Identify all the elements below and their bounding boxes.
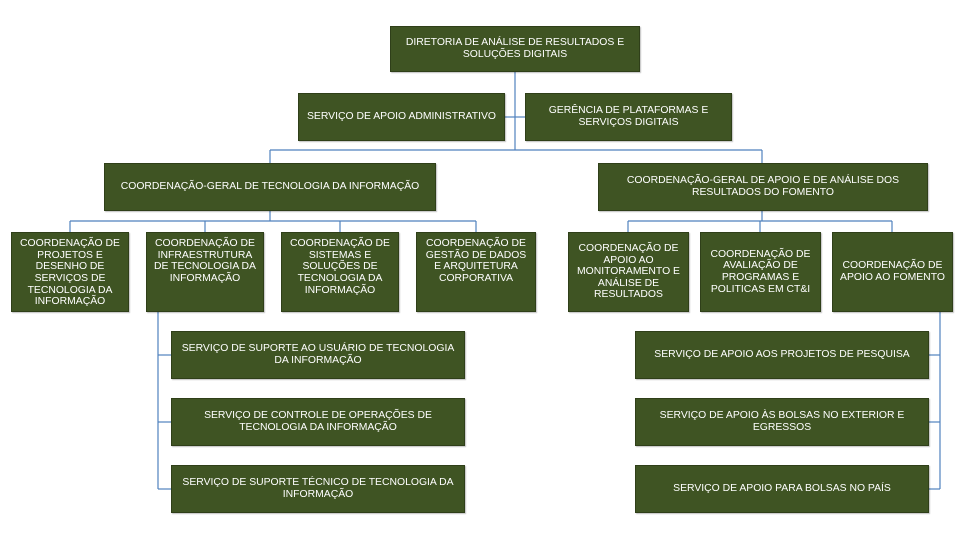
node-coord-sistemas-solucoes-label: COORDENAÇÃO DE SISTEMAS E SOLUÇÕES DE TE… <box>290 238 390 296</box>
node-diretoria: DIRETORIA DE ANÁLISE DE RESULTADOS E SOL… <box>390 26 640 72</box>
node-servico-apoio-administrativo-label: SERVIÇO DE APOIO ADMINISTRATIVO <box>307 111 496 123</box>
node-gerencia-plataformas-label: GERÊNCIA DE PLATAFORMAS E SERVIÇOS DIGIT… <box>548 105 709 128</box>
node-coord-apoio-fomento-label: COORDENAÇÃO DE APOIO AO FOMENTO <box>840 260 945 283</box>
node-servico-suporte-usuario: SERVIÇO DE SUPORTE AO USUÁRIO DE TECNOLO… <box>171 331 465 379</box>
node-servico-controle-operacoes: SERVIÇO DE CONTROLE DE OPERAÇÕES DE TECN… <box>171 398 465 446</box>
node-servico-suporte-tecnico-label: SERVIÇO DE SUPORTE TÉCNICO DE TECNOLOGIA… <box>182 477 454 500</box>
node-coord-infraestrutura-label: COORDENAÇÃO DE INFRAESTRUTURA DE TECNOLO… <box>153 238 256 284</box>
node-coord-apoio-fomento: COORDENAÇÃO DE APOIO AO FOMENTO <box>832 232 953 312</box>
node-gerencia-plataformas: GERÊNCIA DE PLATAFORMAS E SERVIÇOS DIGIT… <box>525 93 732 141</box>
node-coord-avaliacao-programas: COORDENAÇÃO DE AVALIAÇÃO DE PROGRAMAS E … <box>700 232 821 312</box>
node-cg-tecnologia-informacao: COORDENAÇÃO-GERAL DE TECNOLOGIA DA INFOR… <box>104 163 436 211</box>
node-cg-apoio-fomento: COORDENAÇÃO-GERAL DE APOIO E DE ANÁLISE … <box>598 163 928 211</box>
node-coord-sistemas-solucoes: COORDENAÇÃO DE SISTEMAS E SOLUÇÕES DE TE… <box>281 232 399 312</box>
node-coord-infraestrutura: COORDENAÇÃO DE INFRAESTRUTURA DE TECNOLO… <box>146 232 264 312</box>
node-coord-avaliacao-programas-label: COORDENAÇÃO DE AVALIAÇÃO DE PROGRAMAS E … <box>710 248 811 295</box>
node-cg-apoio-fomento-label: COORDENAÇÃO-GERAL DE APOIO E DE ANÁLISE … <box>626 175 900 198</box>
node-diretoria-label: DIRETORIA DE ANÁLISE DE RESULTADOS E SOL… <box>405 37 625 60</box>
node-coord-monitoramento-label: COORDENAÇÃO DE APOIO AO MONITORAMENTO E … <box>577 242 680 301</box>
node-servico-suporte-tecnico: SERVIÇO DE SUPORTE TÉCNICO DE TECNOLOGIA… <box>171 465 465 513</box>
node-servico-bolsas-pais: SERVIÇO DE APOIO PARA BOLSAS NO PAÍS <box>635 465 929 513</box>
node-servico-projetos-pesquisa-label: SERVIÇO DE APOIO AOS PROJETOS DE PESQUIS… <box>654 349 910 361</box>
node-servico-controle-operacoes-label: SERVIÇO DE CONTROLE DE OPERAÇÕES DE TECN… <box>204 410 432 433</box>
node-coord-projetos-desenho-label: COORDENAÇÃO DE PROJETOS E DESENHO DE SER… <box>20 238 120 308</box>
node-servico-projetos-pesquisa: SERVIÇO DE APOIO AOS PROJETOS DE PESQUIS… <box>635 331 929 379</box>
node-servico-bolsas-exterior: SERVIÇO DE APOIO ÀS BOLSAS NO EXTERIOR E… <box>635 398 929 446</box>
node-coord-projetos-desenho: COORDENAÇÃO DE PROJETOS E DESENHO DE SER… <box>11 232 129 312</box>
node-coord-gestao-dados-label: COORDENAÇÃO DE GESTÃO DE DADOS E ARQUITE… <box>425 238 527 284</box>
node-coord-monitoramento: COORDENAÇÃO DE APOIO AO MONITORAMENTO E … <box>568 232 689 312</box>
node-cg-tecnologia-informacao-label: COORDENAÇÃO-GERAL DE TECNOLOGIA DA INFOR… <box>120 181 420 193</box>
node-coord-gestao-dados: COORDENAÇÃO DE GESTÃO DE DADOS E ARQUITE… <box>416 232 536 312</box>
node-servico-bolsas-pais-label: SERVIÇO DE APOIO PARA BOLSAS NO PAÍS <box>673 483 891 495</box>
node-servico-apoio-administrativo: SERVIÇO DE APOIO ADMINISTRATIVO <box>298 93 505 141</box>
node-servico-bolsas-exterior-label: SERVIÇO DE APOIO ÀS BOLSAS NO EXTERIOR E… <box>659 410 905 433</box>
node-servico-suporte-usuario-label: SERVIÇO DE SUPORTE AO USUÁRIO DE TECNOLO… <box>181 343 455 366</box>
